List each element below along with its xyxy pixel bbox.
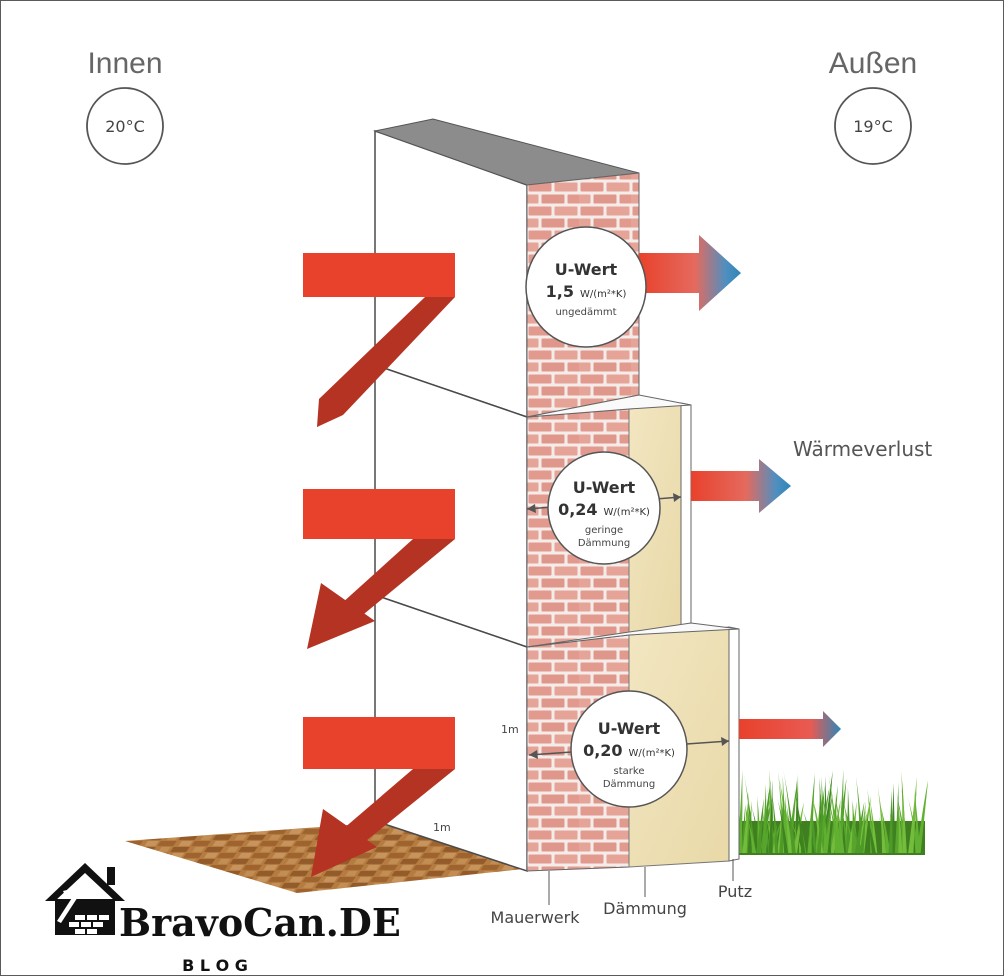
- u-value-desc: geringe: [585, 525, 623, 536]
- label-masonry: Mauerwerk: [491, 908, 581, 927]
- dimension-height: 1m: [501, 723, 519, 736]
- heat-loss-arrow-top: [639, 235, 741, 311]
- heat-loss-arrow-middle: [691, 459, 791, 513]
- inside-label: Innen: [87, 47, 162, 80]
- grass: [733, 769, 929, 855]
- inside-temperature: Innen 20°C: [86, 47, 164, 165]
- outside-temp: 19°C: [853, 117, 893, 136]
- outside-label: Außen: [829, 47, 917, 80]
- house-hammer-icon: [45, 863, 125, 935]
- heat-flow-arrow-top: [303, 253, 455, 427]
- u-value-desc2: Dämmung: [578, 538, 630, 549]
- brand-tagline: B L O G: [182, 956, 248, 975]
- u-value-desc2: Dämmung: [603, 779, 655, 790]
- u-value-title: U-Wert: [555, 260, 618, 279]
- dimension-depth: 1m: [433, 821, 451, 834]
- heat-flow-arrow-middle: [303, 489, 455, 649]
- label-insulation: Dämmung: [603, 899, 687, 918]
- outside-temperature: Außen 19°C: [829, 47, 917, 165]
- brand-name: BravoCan.DE: [119, 900, 401, 945]
- heat-loss-arrow-bottom: [739, 711, 841, 747]
- u-value-title: U-Wert: [573, 478, 636, 497]
- layer-labels: Mauerwerk Dämmung Putz: [491, 859, 752, 927]
- u-value-title: U-Wert: [598, 719, 661, 738]
- brand-logo: BravoCan.DE B L O G: [45, 863, 401, 975]
- heat-loss-label: Wärmeverlust: [793, 437, 932, 461]
- u-value-desc: ungedämmt: [555, 307, 616, 318]
- inside-temp: 20°C: [105, 117, 145, 136]
- label-plaster: Putz: [718, 882, 752, 901]
- heat-flow-arrow-bottom: [303, 717, 455, 877]
- u-value-desc: starke: [614, 766, 645, 777]
